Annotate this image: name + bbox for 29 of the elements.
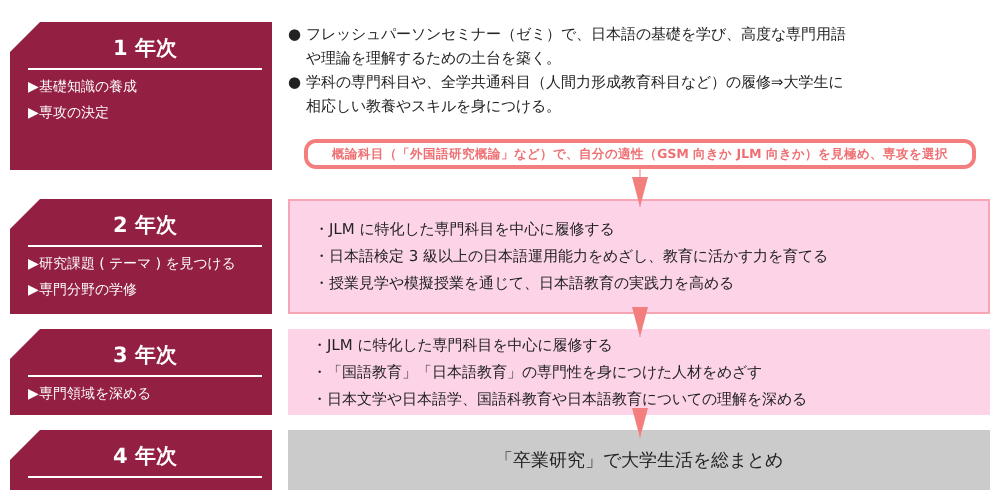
content-text: ・JLM に特化した専門科目を中心に履修する	[312, 334, 612, 356]
goal-text: ▶専門領域を深める	[28, 385, 152, 404]
note-text: ● 学科の専門科目や、全学共通科目（人間力形成教育科目など）の履修⇒大学生に相応しい教養やスキルを身につける。	[288, 72, 844, 117]
content-text: ・JLM に特化した専門科目を中心に履修する	[314, 219, 614, 240]
content-text: ・授業見学や模擬授業を通じて、日本語教育の実践力を高める	[314, 273, 734, 294]
year-panel	[10, 329, 272, 415]
year-panel	[10, 22, 272, 170]
down-arrow	[632, 408, 648, 438]
down-arrow	[632, 168, 648, 208]
content-text: ・日本語検定 3 級以上の日本語運用能力をめざし、教育に活かす力を育てる	[314, 246, 828, 267]
year-heading: 2 年次	[28, 207, 262, 247]
year-panel	[10, 199, 272, 314]
down-arrow	[632, 307, 648, 338]
year-heading: 1 年次	[28, 30, 262, 70]
content-text: ・「国語教育」「日本語教育」の専門性を身につけた人材をめざす	[312, 362, 762, 382]
note-text: ● フレッシュパーソンセミナー（ゼミ）で、日本語の基礎を学び、高度な専門用語や理論を理解するための土台を築く。	[288, 24, 847, 69]
content-text: 「卒業研究」で大学生活を総まとめ	[495, 448, 783, 472]
year-heading: 3 年次	[28, 337, 262, 377]
year-heading: 4 年次	[28, 438, 262, 478]
content-panel	[288, 430, 990, 490]
goal-text: ▶専門分野の学修	[28, 281, 138, 300]
goal-text: ▶研究課題 ( テーマ ) を見つける	[28, 255, 236, 274]
content-panel	[288, 329, 990, 415]
year-panel	[10, 430, 272, 490]
content-text: ・日本文学や日本語学、国語科教育や日本語教育についての理解を深める	[312, 388, 807, 410]
content-panel	[288, 199, 990, 314]
goal-text: ▶基礎知識の養成	[28, 78, 138, 97]
callout-box: 概論科目（「外国語研究概論」など）で、自分の適性（GSM 向きか JLM 向きか）を見極め、専攻を選択	[304, 139, 976, 169]
goal-text: ▶専攻の決定	[28, 104, 110, 123]
